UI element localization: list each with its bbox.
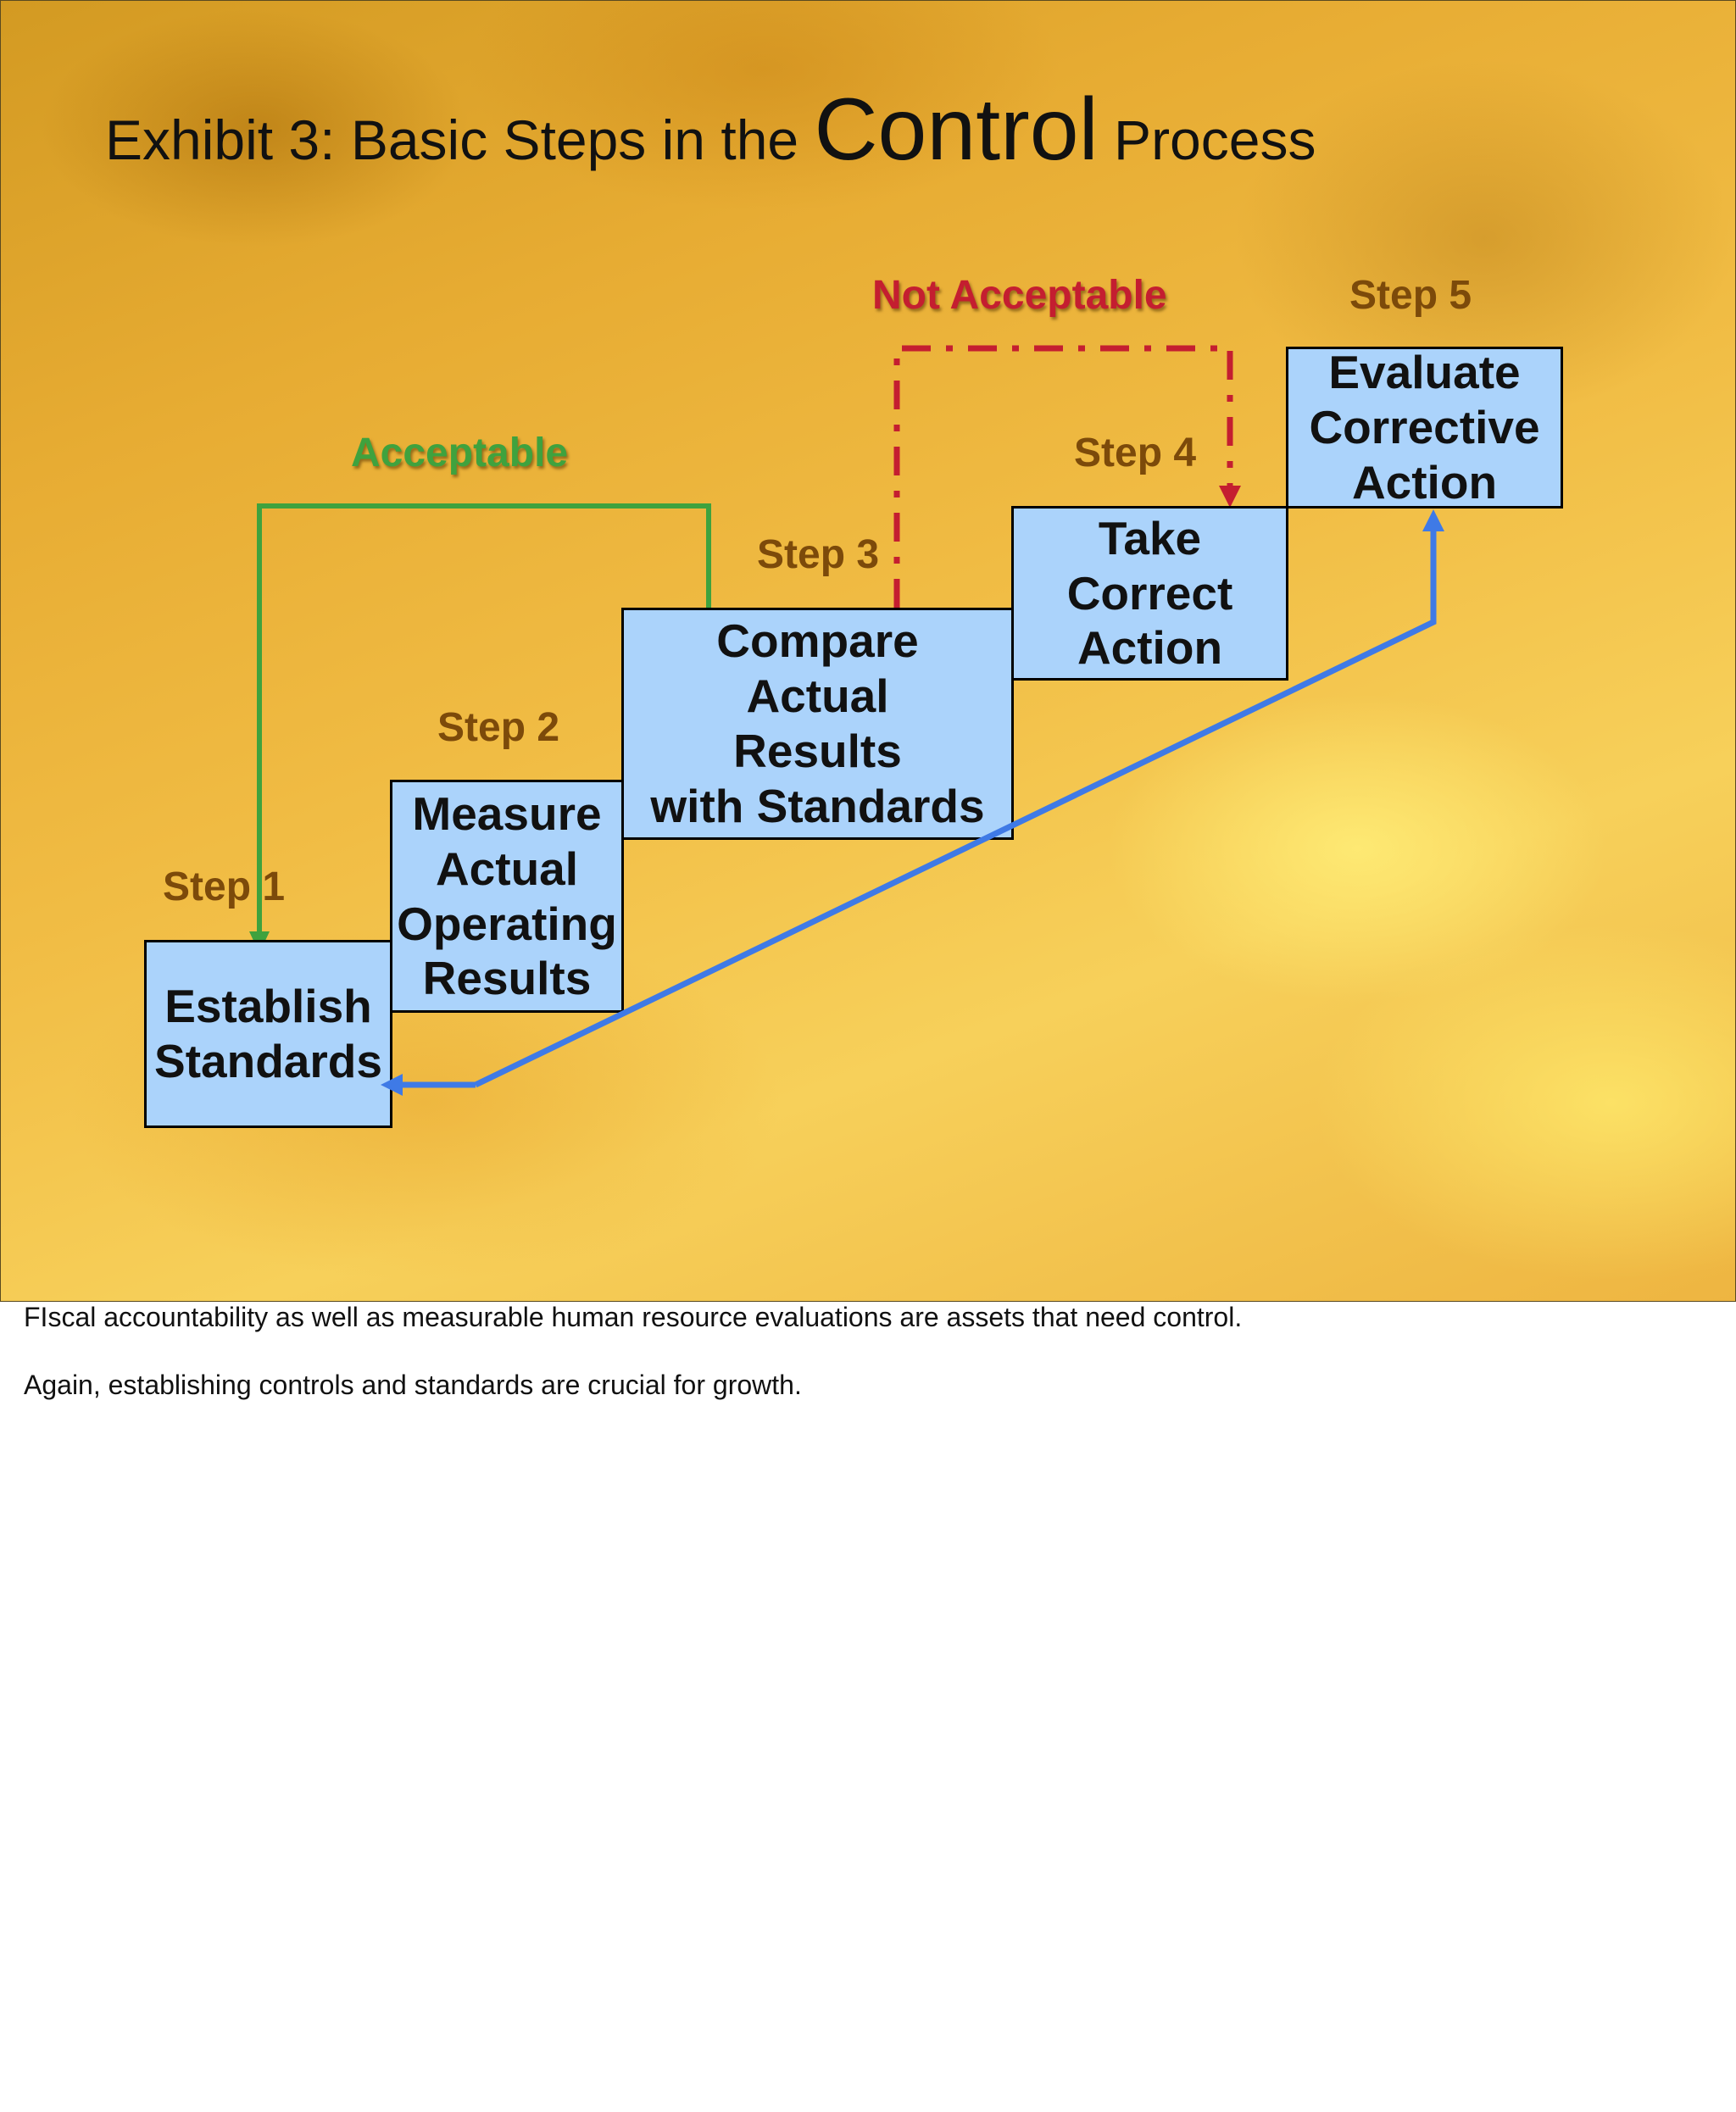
title-emphasis: Control	[814, 81, 1099, 179]
step-3-label: Step 3	[757, 532, 880, 577]
acceptable-label: Acceptable	[351, 431, 569, 475]
feedback-arrow	[381, 509, 1444, 1096]
slide-title: Exhibit 3: Basic Steps in the Control Pr…	[105, 77, 1316, 183]
not-acceptable-flow-line	[893, 345, 1233, 608]
acceptable-flow-line	[257, 503, 711, 937]
step-3-box: Compare Actual Results with Standards	[621, 608, 1014, 840]
step-2-label: Step 2	[437, 705, 560, 750]
step-1-box: Establish Standards	[144, 940, 392, 1128]
speaker-note-2: Again, establishing controls and standar…	[24, 1370, 802, 1400]
feedback-up-arrowhead	[1422, 509, 1444, 531]
step-5-box: Evaluate Corrective Action	[1286, 346, 1563, 509]
step-4-box: Take Correct Action	[1011, 506, 1288, 681]
feedback-flow-line	[474, 528, 1437, 1088]
step-5-label: Step 5	[1349, 273, 1472, 318]
feedback-left-arrowhead	[381, 1074, 403, 1096]
step-4-label: Step 4	[1074, 431, 1197, 475]
title-prefix: Exhibit 3: Basic Steps in the	[105, 108, 815, 171]
step-2-box: Measure Actual Operating Results	[390, 780, 624, 1013]
not-acceptable-label: Not Acceptable	[872, 273, 1167, 318]
slide: Exhibit 3: Basic Steps in the Control Pr…	[0, 0, 1736, 1302]
step-1-label: Step 1	[163, 864, 286, 909]
speaker-note-1: FIscal accountability as well as measura…	[24, 1302, 1243, 1332]
not-acceptable-arrowhead	[1219, 486, 1241, 508]
title-suffix: Process	[1098, 108, 1316, 171]
